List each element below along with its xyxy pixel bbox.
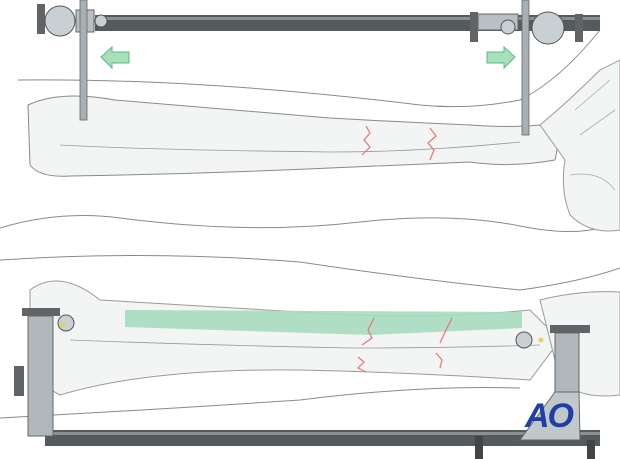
clamp-left-bottom — [27, 315, 54, 437]
leg-outline-top-bottom — [0, 215, 601, 233]
tibia-top — [27, 95, 561, 177]
tibia-bottom — [29, 280, 561, 396]
knob-right — [531, 11, 565, 45]
foot-top — [539, 59, 620, 232]
pin-right — [521, 0, 530, 136]
arrow-right-icon — [486, 45, 516, 70]
ao-logo: AO — [525, 397, 574, 435]
pin-left — [79, 0, 88, 121]
fracture-line — [361, 125, 371, 156]
knob-left — [44, 5, 76, 37]
arrow-left-icon — [100, 45, 130, 70]
foot-bottom — [539, 291, 620, 397]
alignment-highlight — [125, 310, 522, 335]
leg-outline-top — [17, 29, 601, 108]
fracture-line — [427, 127, 437, 161]
